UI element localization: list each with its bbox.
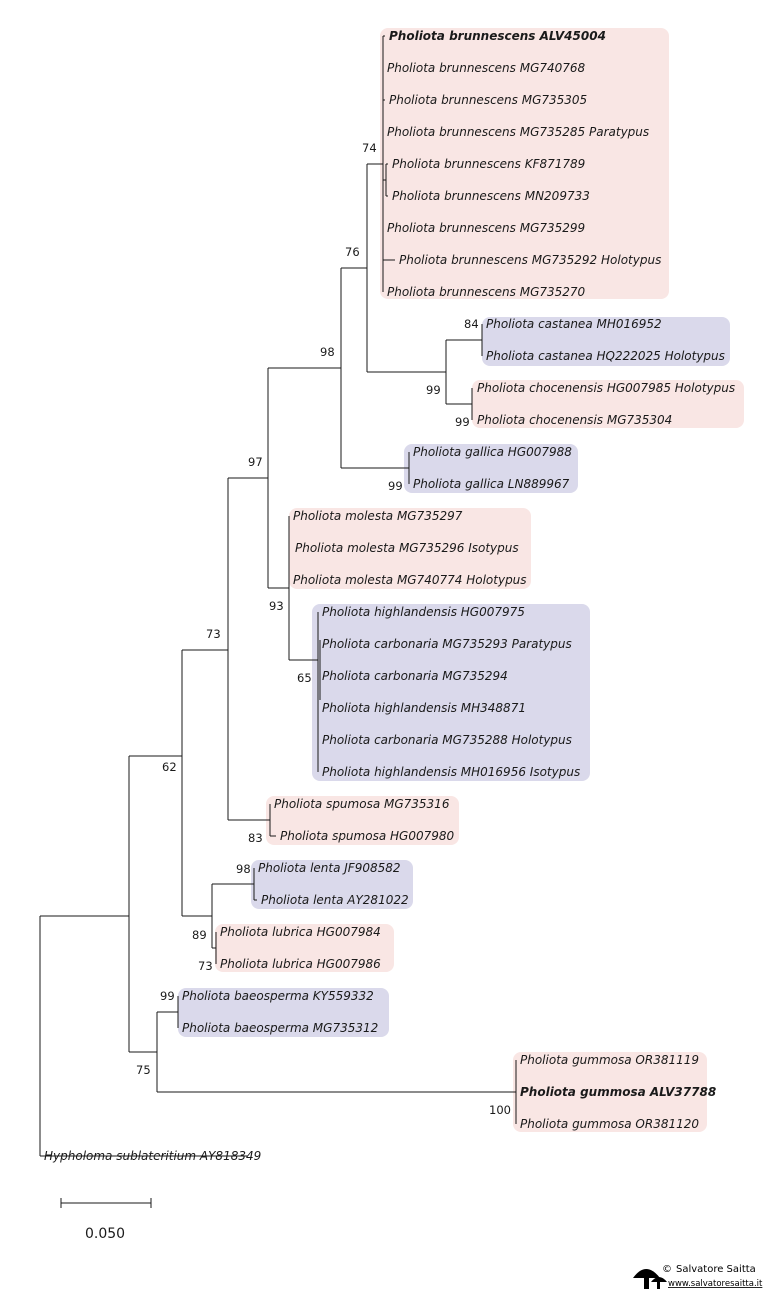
taxon-label: Pholiota lubrica HG007984	[220, 925, 381, 939]
support-value: 100	[489, 1103, 511, 1117]
taxon-label: Pholiota highlandensis HG007975	[322, 605, 525, 619]
taxon-label: Pholiota gallica LN889967	[413, 477, 570, 491]
support-value: 99	[160, 989, 175, 1003]
support-value: 89	[192, 928, 207, 942]
taxon-label: Pholiota brunnescens MG735292 Holotypus	[399, 253, 661, 267]
taxon-label: Pholiota chocenensis HG007985 Holotypus	[477, 381, 735, 395]
taxon-label: Pholiota castanea HQ222025 Holotypus	[486, 349, 725, 363]
taxon-label: Pholiota brunnescens ALV45004	[389, 29, 606, 43]
mushroom-logo-icon	[633, 1269, 667, 1289]
taxon-label: Pholiota baeosperma KY559332	[182, 989, 374, 1003]
clade-box-3	[472, 380, 744, 428]
copyright-icon: ©	[662, 1264, 672, 1275]
watermark-url: www.salvatoresaitta.it	[668, 1279, 763, 1289]
watermark-name: Salvatore Saitta	[676, 1264, 756, 1275]
clade-box-9	[215, 924, 394, 972]
taxon-label: Pholiota carbonaria MG735294	[322, 669, 508, 683]
support-value: 93	[269, 599, 284, 613]
taxon-label: Pholiota spumosa HG007980	[280, 829, 454, 843]
support-value: 97	[248, 455, 263, 469]
taxon-label: Pholiota gummosa OR381119	[520, 1053, 699, 1067]
taxon-label: Pholiota brunnescens MG740768	[387, 61, 586, 75]
watermark: © Salvatore Saitta www.salvatoresaitta.i…	[633, 1264, 763, 1289]
taxon-label: Pholiota molesta MG735297	[293, 509, 463, 523]
support-value: 99	[426, 383, 441, 397]
support-value: 76	[345, 245, 360, 259]
support-value: 65	[297, 671, 312, 685]
taxon-label: Pholiota lubrica HG007986	[220, 957, 381, 971]
support-value: 99	[388, 479, 403, 493]
clade-box-7	[266, 796, 459, 845]
support-value: 73	[198, 959, 213, 973]
clade-box-11	[513, 1052, 707, 1132]
clade-box-6	[312, 604, 590, 781]
support-value: 99	[455, 415, 470, 429]
taxon-label: Pholiota gallica HG007988	[413, 445, 572, 459]
clade-box-1	[380, 28, 669, 299]
clade-box-10	[178, 988, 389, 1037]
taxon-label: Pholiota chocenensis MG735304	[477, 413, 672, 427]
taxon-label: Pholiota carbonaria MG735293 Paratypus	[322, 637, 572, 651]
support-value: 62	[162, 760, 177, 774]
support-value: 75	[136, 1063, 151, 1077]
clade-highlights	[178, 28, 744, 1132]
clade-box-4	[404, 444, 578, 493]
taxon-label: Pholiota carbonaria MG735288 Holotypus	[322, 733, 572, 747]
taxon-label: Pholiota brunnescens MG735305	[389, 93, 587, 107]
taxon-label: Pholiota highlandensis MH016956 Isotypus	[322, 765, 580, 779]
taxon-label: Pholiota brunnescens MN209733	[392, 189, 590, 203]
taxon-label: Pholiota brunnescens MG735285 Paratypus	[387, 125, 649, 139]
taxon-label: Pholiota gummosa ALV37788	[520, 1085, 716, 1099]
taxon-label: Pholiota baeosperma MG735312	[182, 1021, 378, 1035]
clade-box-8	[251, 860, 413, 909]
scale-bar-label: 0.050	[85, 1226, 125, 1242]
clade-box-5	[289, 508, 531, 589]
taxon-label: Pholiota brunnescens MG735299	[387, 221, 585, 235]
support-value: 83	[248, 831, 263, 845]
clade-box-2	[482, 317, 730, 366]
taxon-label: Pholiota molesta MG735296 Isotypus	[295, 541, 519, 555]
taxon-label: Pholiota brunnescens KF871789	[392, 157, 585, 171]
taxon-label: Pholiota brunnescens MG735270	[387, 285, 586, 299]
taxon-label: Pholiota molesta MG740774 Holotypus	[293, 573, 527, 587]
taxon-label: Pholiota castanea MH016952	[486, 317, 662, 331]
scale-bar: 0.050	[60, 1198, 152, 1242]
taxon-label: Pholiota lenta JF908582	[258, 861, 401, 875]
taxon-label: Pholiota lenta AY281022	[261, 893, 409, 907]
support-value: 84	[464, 317, 479, 331]
support-values: 74 76 98 84 99 99 99 97 93 65 73 83 62 98 89 73 99 75 100	[136, 141, 511, 1117]
taxon-label: Pholiota gummosa OR381120	[520, 1117, 699, 1131]
taxon-label: Hypholoma sublateritium AY818349	[44, 1149, 261, 1163]
tree-branches	[39, 35, 517, 1157]
taxon-label: Pholiota spumosa MG735316	[274, 797, 450, 811]
support-value: 98	[236, 862, 251, 876]
support-value: 74	[362, 141, 377, 155]
support-value: 98	[320, 345, 335, 359]
support-value: 73	[206, 627, 221, 641]
taxon-label: Pholiota highlandensis MH348871	[322, 701, 526, 715]
